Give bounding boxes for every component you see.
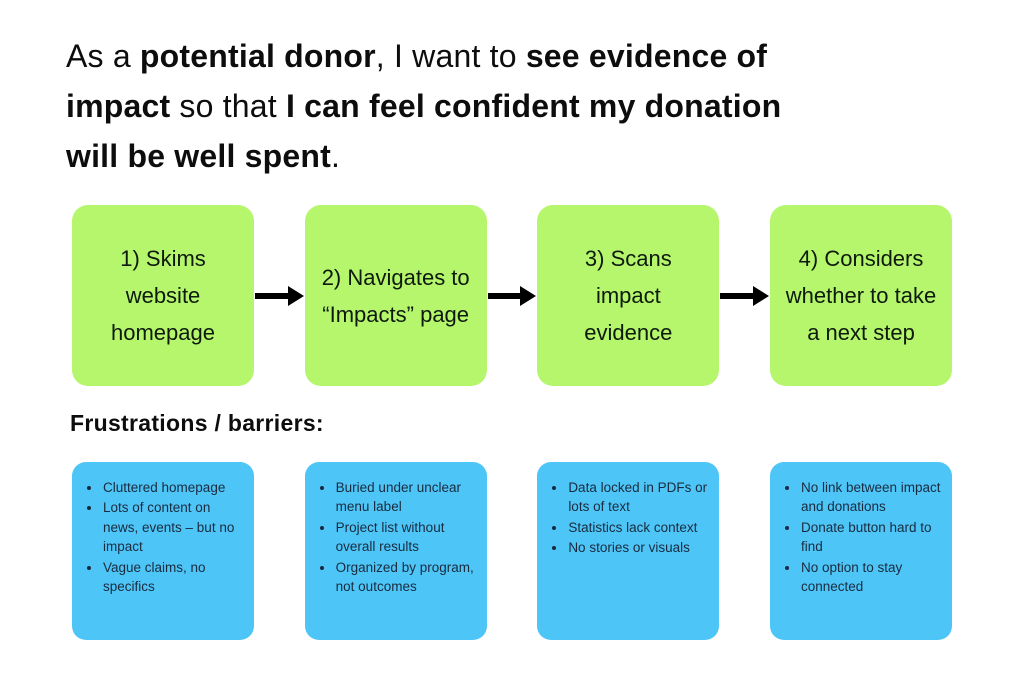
arrow-right-icon	[487, 285, 537, 306]
barrier-item: No option to stay connected	[800, 558, 946, 597]
barrier-list: Data locked in PDFs or lots of textStati…	[539, 478, 713, 558]
journey-step-label: 1) Skims website homepage	[111, 246, 215, 345]
barrier-box: Cluttered homepageLots of content on new…	[72, 462, 254, 640]
user-story-segment: , I want to	[375, 38, 526, 74]
barrier-item: No stories or visuals	[567, 538, 713, 557]
arrow-shaft	[720, 292, 754, 299]
barrier-list: Buried under unclear menu labelProject l…	[307, 478, 481, 597]
barrier-item: Cluttered homepage	[102, 478, 248, 497]
arrow-head	[520, 285, 537, 306]
arrow-right-icon	[255, 285, 304, 306]
barrier-item: Statistics lack context	[567, 518, 713, 537]
barrier-item: Buried under unclear menu label	[335, 478, 481, 517]
step-connector	[487, 205, 538, 386]
journey-step-label: 2) Navigates to “Impacts” page	[321, 264, 470, 327]
journey-steps-row: 1) Skims website homepage 2) Navigates t…	[72, 205, 953, 386]
user-story-segment: .	[331, 138, 341, 174]
user-story-segment: I can feel confident my donation	[286, 88, 782, 124]
journey-step-label: 3) Scans impact evidence	[584, 246, 673, 345]
step-connector	[254, 205, 305, 386]
user-story-line: impact so that I can feel confident my d…	[66, 81, 966, 131]
arrow-right-icon	[720, 285, 770, 306]
journey-step-box: 4) Considers whether to take a next step	[770, 205, 953, 386]
user-story-segment: impact	[66, 88, 171, 124]
barrier-item: Lots of content on news, events – but no…	[102, 498, 248, 556]
barrier-item: Vague claims, no specifics	[102, 558, 248, 597]
frustrations-heading: Frustrations / barriers:	[70, 410, 324, 436]
barrier-box: Buried under unclear menu labelProject l…	[304, 462, 487, 640]
barriers-row: Cluttered homepageLots of content on new…	[72, 462, 952, 640]
journey-step-box: 3) Scans impact evidence	[537, 205, 720, 386]
step-connector	[719, 205, 770, 386]
arrow-head	[753, 285, 770, 306]
barrier-item: Donate button hard to find	[800, 518, 946, 557]
journey-step-box: 1) Skims website homepage	[72, 205, 254, 386]
user-story-segment: see evidence of	[525, 38, 768, 74]
barrier-box: Data locked in PDFs or lots of textStati…	[537, 462, 720, 640]
user-story-segment: As a	[66, 38, 140, 74]
barrier-item: Organized by program, not outcomes	[335, 558, 481, 597]
user-story-line: As a potential donor, I want to see evid…	[66, 31, 966, 81]
user-story-segment: so that	[170, 88, 286, 124]
arrow-shaft	[255, 292, 288, 299]
barrier-item: Project list without overall results	[335, 518, 481, 557]
user-story-line: will be well spent.	[66, 131, 966, 181]
barrier-list: No link between impact and donationsDona…	[772, 478, 946, 597]
barrier-item: Data locked in PDFs or lots of text	[567, 478, 713, 517]
journey-step-label: 4) Considers whether to take a next step	[785, 246, 937, 345]
user-story-title: As a potential donor, I want to see evid…	[66, 31, 966, 181]
user-story-segment: potential donor	[139, 38, 376, 74]
journey-step-box: 2) Navigates to “Impacts” page	[304, 205, 487, 386]
barrier-list: Cluttered homepageLots of content on new…	[74, 478, 248, 597]
user-story-segment: will be well spent	[66, 138, 331, 174]
barrier-item: No link between impact and donations	[800, 478, 946, 517]
arrow-shaft	[487, 292, 521, 299]
arrow-head	[287, 285, 304, 306]
barrier-box: No link between impact and donationsDona…	[769, 462, 952, 640]
